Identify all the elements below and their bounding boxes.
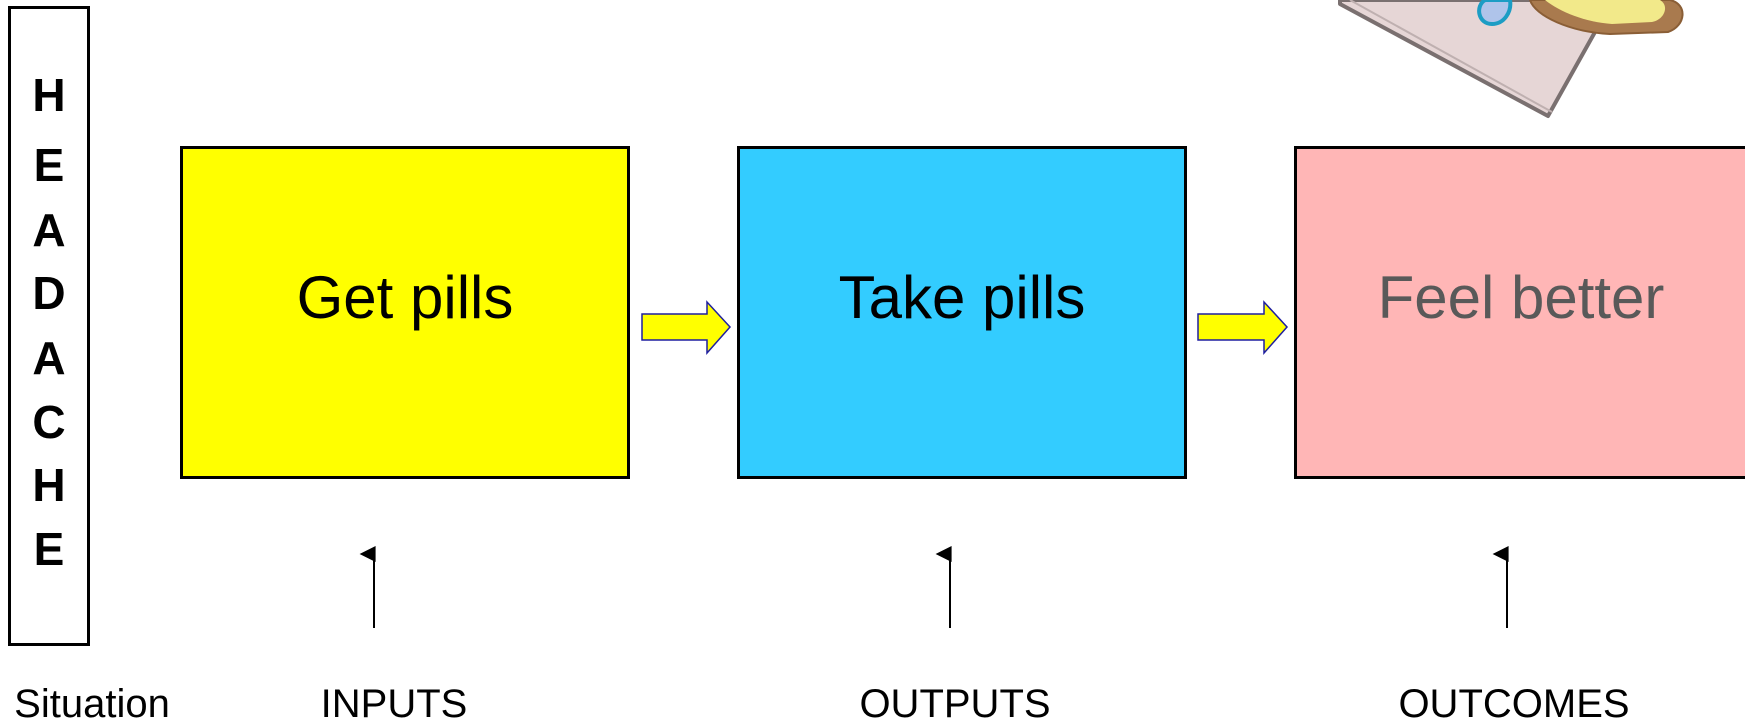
outputs-label: OUTPUTS — [859, 682, 1051, 726]
situation-letter: A — [32, 204, 66, 256]
situation-letter: C — [32, 396, 66, 448]
situation-letter: A — [32, 332, 66, 384]
stage-box-take-pills: Take pills — [737, 146, 1187, 479]
inputs-label: INPUTS — [320, 682, 468, 726]
stage-label: Take pills — [838, 263, 1086, 331]
stage-label: Get pills — [296, 263, 514, 331]
stage-box-get-pills: Get pills — [180, 146, 630, 479]
outcomes-label: OUTCOMES — [1398, 682, 1630, 726]
situation-letter: D — [32, 267, 66, 319]
clipboard-icon — [1338, 0, 1684, 118]
stage-label: Feel better — [1377, 263, 1665, 331]
situation-letter: E — [33, 139, 65, 191]
situation-label: Situation — [14, 682, 170, 726]
situation-box: H E A D A C H E — [8, 6, 90, 646]
situation-letter: H — [32, 69, 66, 121]
stage-box-feel-better: Feel better — [1294, 146, 1745, 479]
flow-arrow-2 — [1197, 300, 1289, 355]
flow-arrow-1 — [641, 300, 732, 355]
situation-letter: E — [33, 523, 65, 575]
situation-letter: H — [32, 459, 66, 511]
